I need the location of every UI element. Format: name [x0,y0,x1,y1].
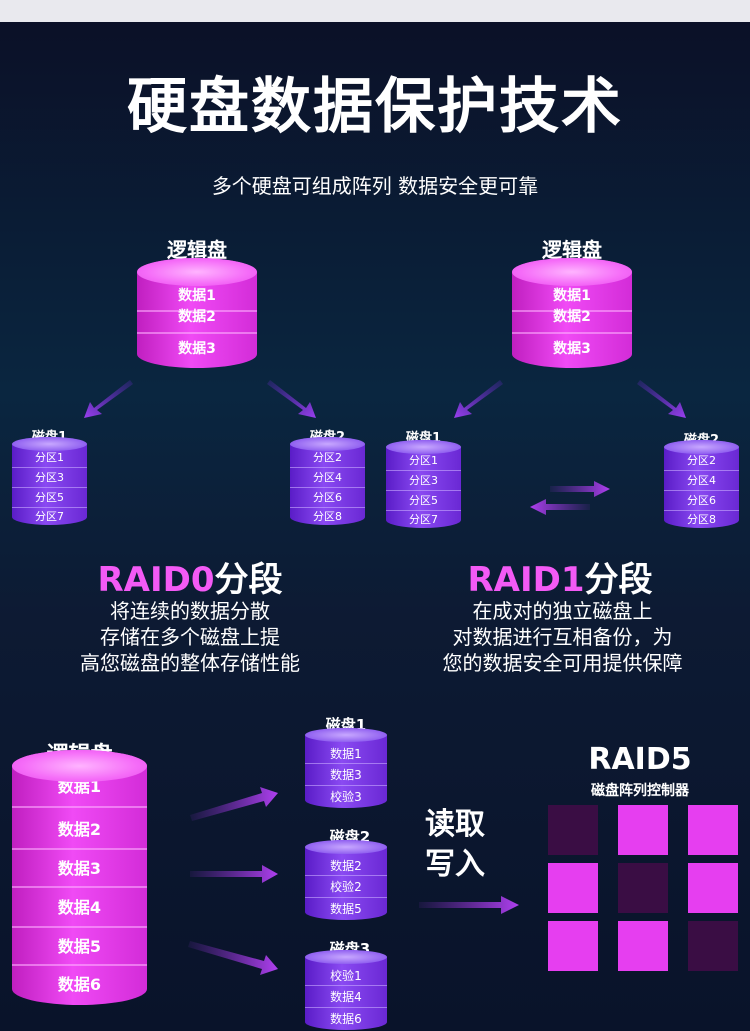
cylinder-top [305,950,387,964]
disk-row: 校验3 [330,790,362,804]
partition-row: 分区3 [386,471,461,491]
logical-row: 数据4 [12,888,147,928]
raid1-title: RAID1分段 [410,552,710,601]
raid5-disk2: 数据2 校验2 数据5 [305,840,387,920]
raid0-name-suffix: 分段 [214,560,283,600]
logical-row: 数据6 [57,975,102,994]
raid0-logical-disk: 数据1 数据2 数据3 [137,258,257,368]
logical-row: 数据1 [137,272,257,312]
grid-cell [688,921,738,971]
desc-line: 存储在多个磁盘上提 [100,625,280,649]
raid1-name: RAID1 [467,560,585,600]
grid-cell [548,921,598,971]
partition-row: 分区8 [687,513,716,526]
raid0-name: RAID0 [97,560,215,600]
raid5-arrows [188,787,278,975]
mirror-arrows-icon [530,481,610,515]
grid-cell [688,863,738,913]
page-title: 硬盘数据保护技术 [127,72,623,142]
logical-row: 数据2 [137,302,257,334]
grid-cell [618,805,668,855]
raid5-disk3: 校验1 数据4 数据6 [305,950,387,1030]
partition-row: 分区1 [386,447,461,471]
read-label: 读取 [425,807,485,842]
desc-line: 对数据进行互相备份，为 [452,625,673,649]
partition-row: 分区6 [664,491,739,511]
cylinder-top [305,728,387,742]
write-label: 写入 [425,847,485,882]
raid0-arrows [84,380,316,418]
disk-row: 数据3 [305,764,387,786]
disk-row: 校验1 [305,958,387,986]
controller-title: RAID5 [588,742,692,777]
desc-line: 您的数据安全可用提供保障 [442,651,683,675]
cylinder-top [386,440,461,454]
grid-cell [548,863,598,913]
logical-row: 数据5 [12,928,147,966]
raid5-grid [548,805,738,973]
raid1-disk1: 分区1 分区3 分区5 分区7 [386,440,461,528]
raid0-description: 将连续的数据分散 存储在多个磁盘上提 高您磁盘的整体存储性能 [20,598,360,676]
partition-row: 分区1 [12,444,87,468]
raid1-description: 在成对的独立磁盘上 对数据进行互相备份，为 您的数据安全可用提供保障 [390,598,735,676]
partition-row: 分区2 [664,447,739,471]
disk-row: 数据4 [305,986,387,1008]
raid1-disk2: 分区2 分区4 分区6 分区8 [664,440,739,528]
partition-row: 分区4 [664,471,739,491]
cylinder-top [290,437,365,451]
read-write-label: 读取 写入 [425,805,485,885]
raid0-disk2: 分区2 分区4 分区6 分区8 [290,437,365,525]
disk-row: 校验2 [305,876,387,898]
grid-cell [618,921,668,971]
raid5-disk1: 数据1 数据3 校验3 [305,728,387,808]
partition-row: 分区5 [386,491,461,511]
controller-subtitle: 磁盘阵列控制器 [591,783,689,799]
raid5-logical-disk: 数据1 数据2 数据3 数据4 数据5 数据6 [12,750,147,1005]
raid1-logical-disk: 数据1 数据2 数据3 [512,258,632,368]
grid-cell [618,863,668,913]
partition-row: 分区8 [313,510,342,523]
disk-row: 数据5 [330,902,362,916]
partition-row: 分区4 [290,468,365,488]
partition-row: 分区5 [12,488,87,508]
top-bar [0,0,750,22]
disk-row: 数据6 [330,1012,362,1026]
desc-line: 高您磁盘的整体存储性能 [80,651,300,675]
logical-row: 数据3 [12,850,147,888]
raid1-name-suffix: 分段 [584,560,653,600]
logical-row: 数据2 [512,302,632,334]
grid-cell [548,805,598,855]
cylinder-top [664,440,739,454]
raid0-disk1: 分区1 分区3 分区5 分区7 [12,437,87,525]
logical-row: 数据1 [512,272,632,312]
partition-row: 分区7 [409,513,438,526]
raid1-arrows [454,380,686,418]
partition-row: 分区6 [290,488,365,508]
partition-row: 分区2 [290,444,365,468]
disk-row: 数据1 [305,736,387,764]
logical-row: 数据3 [553,341,591,357]
disk-row: 数据2 [305,848,387,876]
desc-line: 在成对的独立磁盘上 [472,599,653,623]
raid0-title: RAID0分段 [40,552,340,601]
cylinder-top [137,258,257,286]
cylinder-top [12,750,147,782]
cylinder-top [512,258,632,286]
partition-row: 分区7 [35,510,64,523]
cylinder-top [305,840,387,854]
desc-line: 将连续的数据分散 [110,599,270,623]
logical-row: 数据3 [178,341,216,357]
page-subtitle: 多个硬盘可组成阵列 数据安全更可靠 [211,174,539,198]
logical-row: 数据2 [12,810,147,850]
arrow-right-icon [419,896,519,914]
cylinder-top [12,437,87,451]
partition-row: 分区3 [12,468,87,488]
grid-cell [688,805,738,855]
